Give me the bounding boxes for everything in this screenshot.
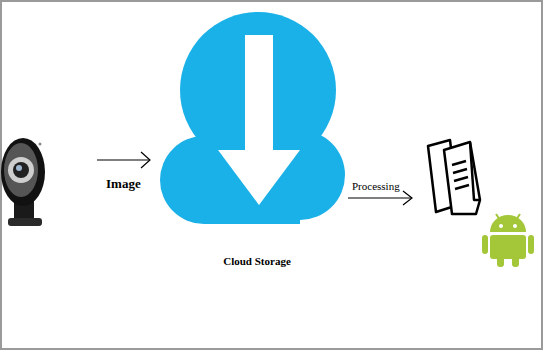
arrow: [348, 191, 412, 205]
android-icon: [482, 214, 534, 267]
node-label: Cloud Storage: [160, 255, 354, 267]
webcam-icon: [1, 138, 45, 226]
cloud-node: Cloud Storage: [160, 5, 354, 275]
cloud-outline: [160, 5, 354, 275]
arrow-label: Processing: [352, 180, 400, 192]
arrow-label: Image: [106, 176, 141, 192]
arrow: [97, 152, 150, 168]
cloud-shape: [160, 12, 345, 224]
download-arrow: [218, 35, 300, 205]
document-icon: [428, 140, 480, 214]
